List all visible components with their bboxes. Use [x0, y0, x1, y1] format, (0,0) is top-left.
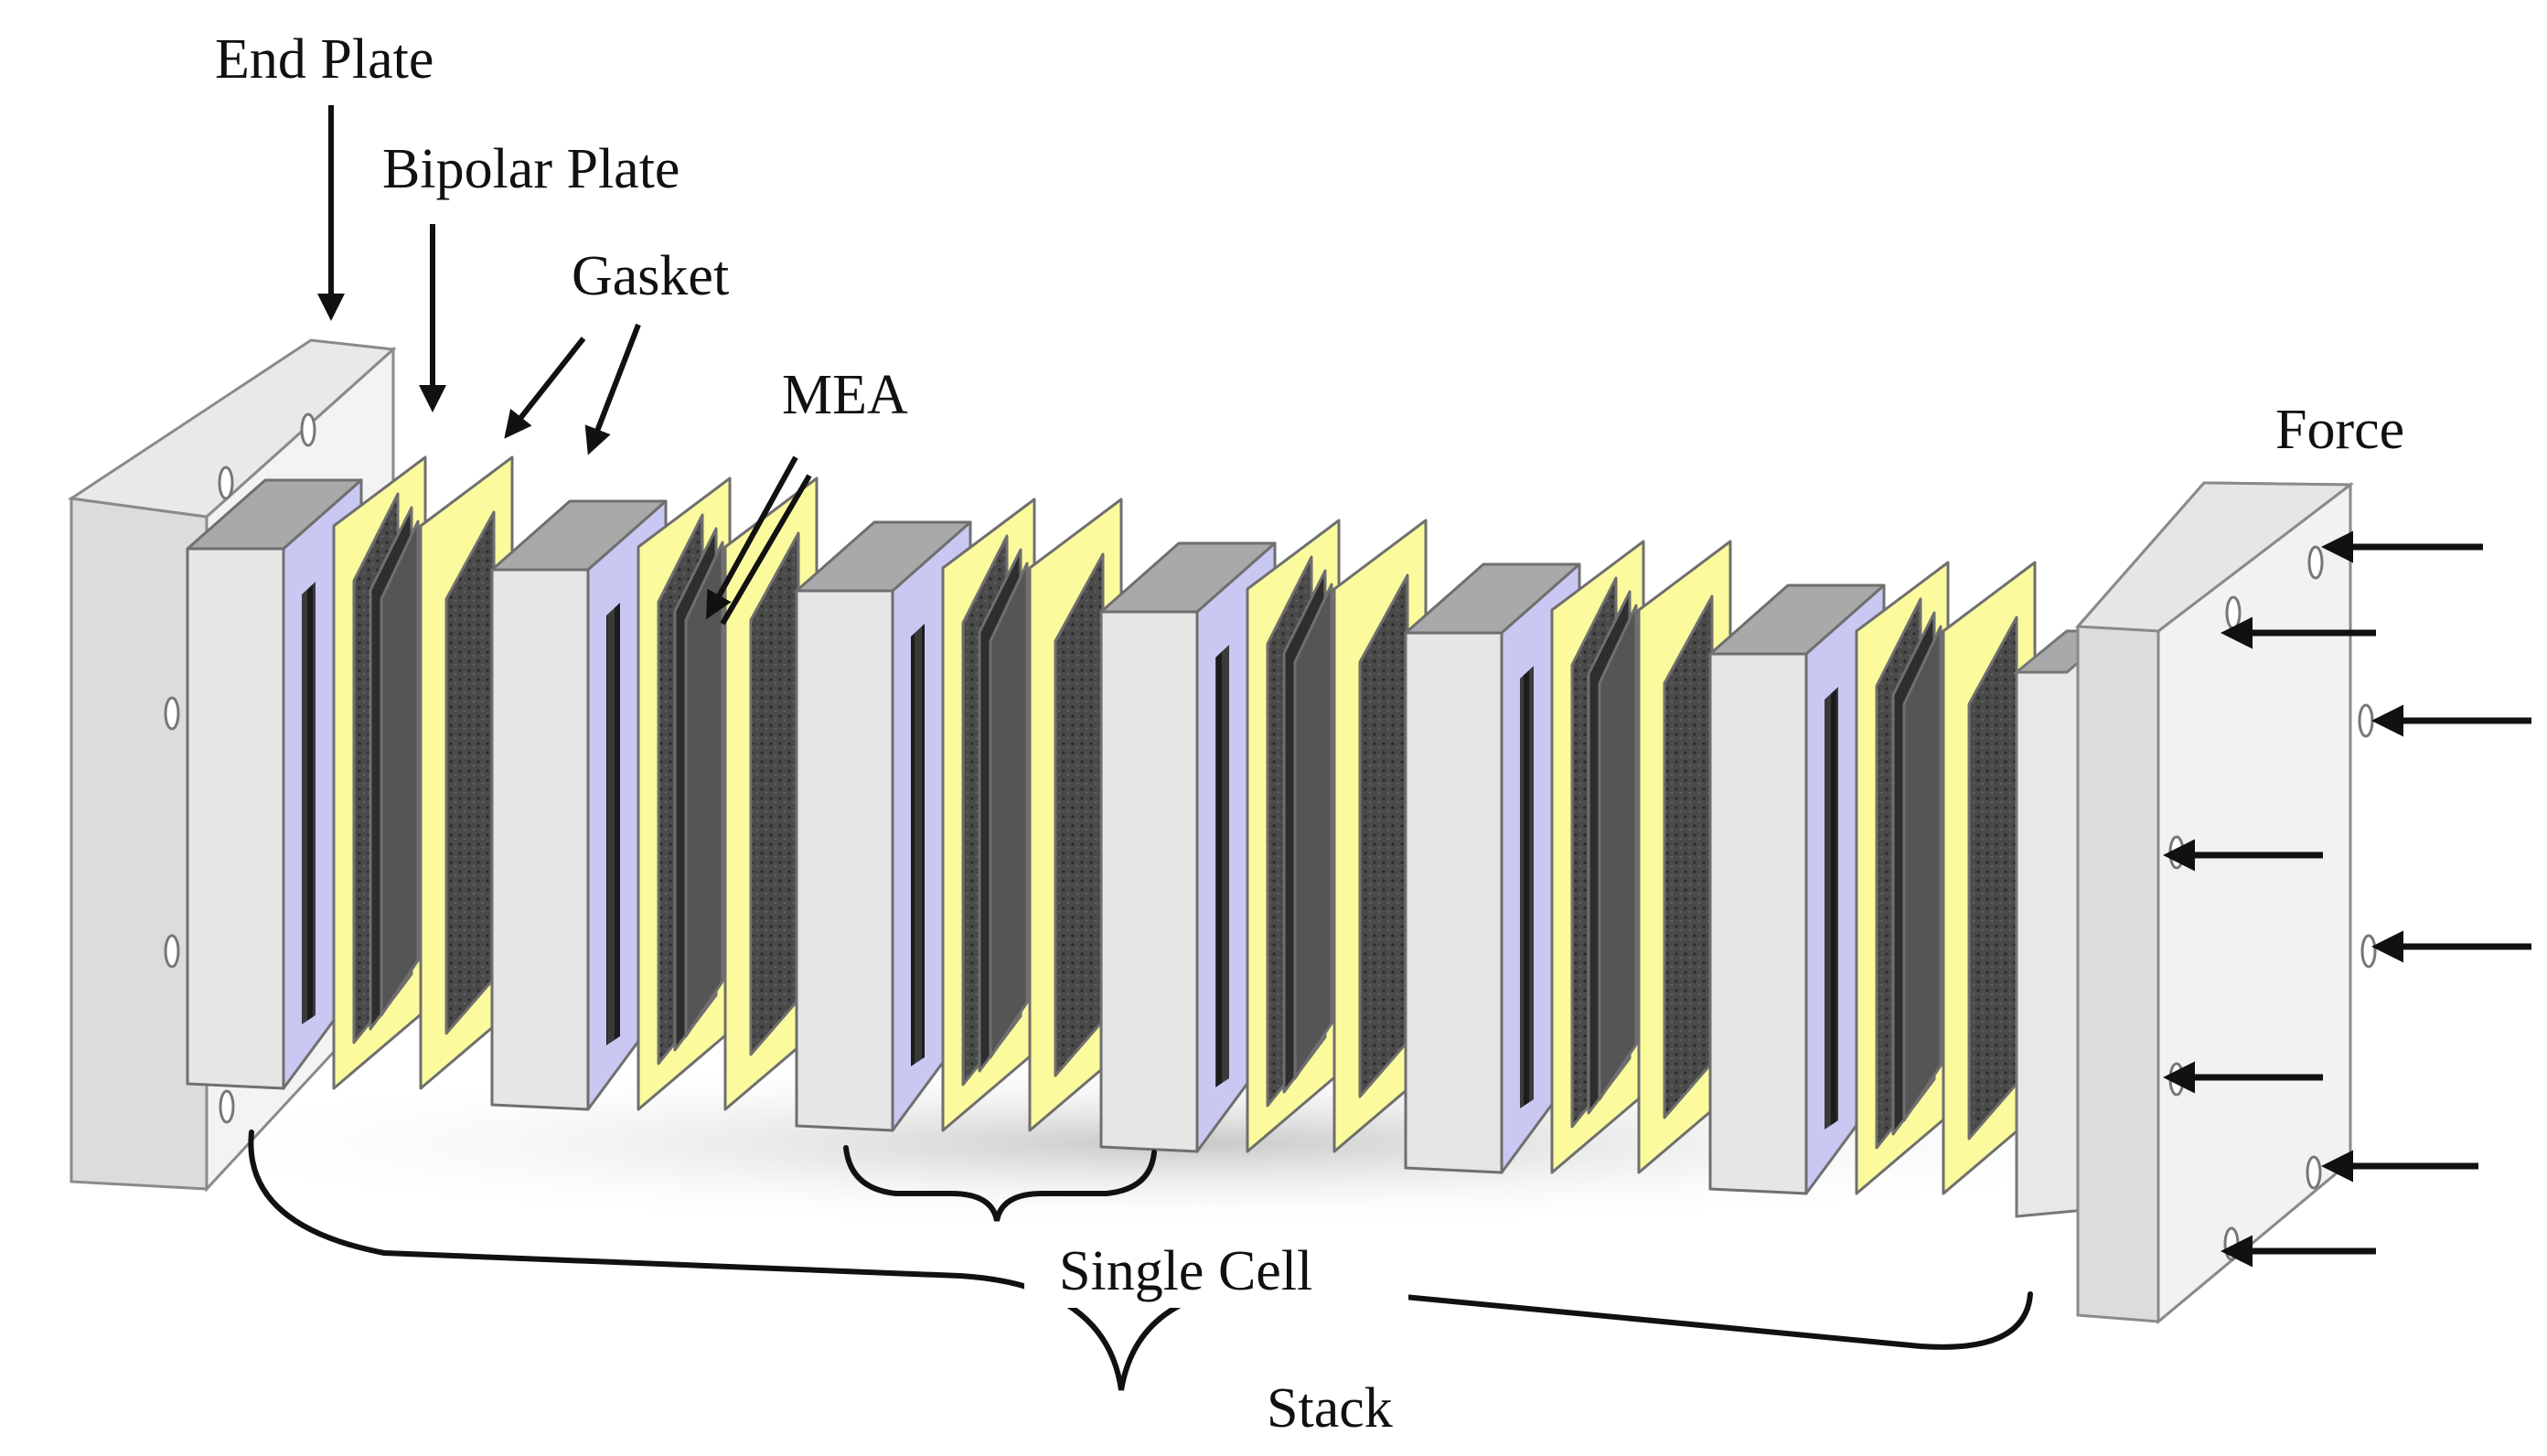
gasket-arrow — [584, 323, 641, 455]
right-end-plate — [2074, 481, 2377, 1325]
mea-electrode — [1902, 625, 1942, 1122]
mea-arrow — [706, 455, 798, 620]
braces — [248, 1129, 2033, 1391]
cell-sequence — [186, 455, 2037, 1195]
bipolar-plate-front — [795, 589, 894, 1132]
flow-channels — [1520, 666, 1534, 1108]
label-end-plate: End Plate — [215, 28, 433, 91]
mea-electrode — [684, 541, 724, 1038]
bipolar-plate-front — [1404, 631, 1504, 1174]
mea — [1875, 597, 1942, 1150]
gasket — [419, 455, 514, 1090]
force-arrows — [2163, 530, 2531, 1268]
callout-arrows — [317, 105, 812, 626]
flow-channels — [302, 582, 316, 1024]
label-mea: MEA — [782, 364, 908, 426]
gas-diffusion-layer — [1358, 573, 1409, 1098]
mea-electrode — [380, 519, 420, 1017]
gasket — [723, 476, 819, 1111]
mea-electrode — [1598, 604, 1638, 1101]
mea-arrow — [720, 474, 812, 626]
mea — [352, 492, 420, 1044]
gas-diffusion-layer — [749, 531, 800, 1056]
flow-channels — [1215, 645, 1229, 1087]
gasket-arrow — [504, 337, 586, 439]
mea — [1570, 576, 1638, 1129]
label-stack: Stack — [1267, 1377, 1393, 1440]
gas-diffusion-layer — [1967, 616, 2018, 1140]
labels: End Plate Bipolar Plate Gasket MEA Force… — [215, 28, 2404, 1440]
mea — [1266, 555, 1333, 1108]
bipolar-plate-front — [186, 547, 285, 1090]
single-cell-brace — [843, 1145, 1157, 1222]
mea — [961, 534, 1029, 1087]
mea — [657, 513, 724, 1065]
mea-electrode — [989, 562, 1029, 1059]
label-force: Force — [2275, 399, 2404, 461]
label-gasket: Gasket — [572, 245, 729, 307]
bipolar-plate-front — [1708, 652, 1808, 1195]
bipolar-plate-front — [1099, 610, 1199, 1153]
flow-channels — [1825, 687, 1838, 1129]
gas-diffusion-layer — [444, 510, 496, 1035]
flow-channels — [606, 603, 620, 1045]
label-single-cell: Single Cell — [1059, 1240, 1312, 1302]
gas-diffusion-layer — [1054, 552, 1105, 1077]
label-bipolar-plate: Bipolar Plate — [382, 138, 680, 200]
bipolar-plate-front — [490, 568, 590, 1111]
gasket — [1028, 498, 1123, 1132]
stack-brace — [248, 1129, 2033, 1391]
mea-electrode — [1293, 583, 1333, 1080]
flow-channels — [911, 624, 925, 1066]
gas-diffusion-layer — [1663, 594, 1714, 1119]
